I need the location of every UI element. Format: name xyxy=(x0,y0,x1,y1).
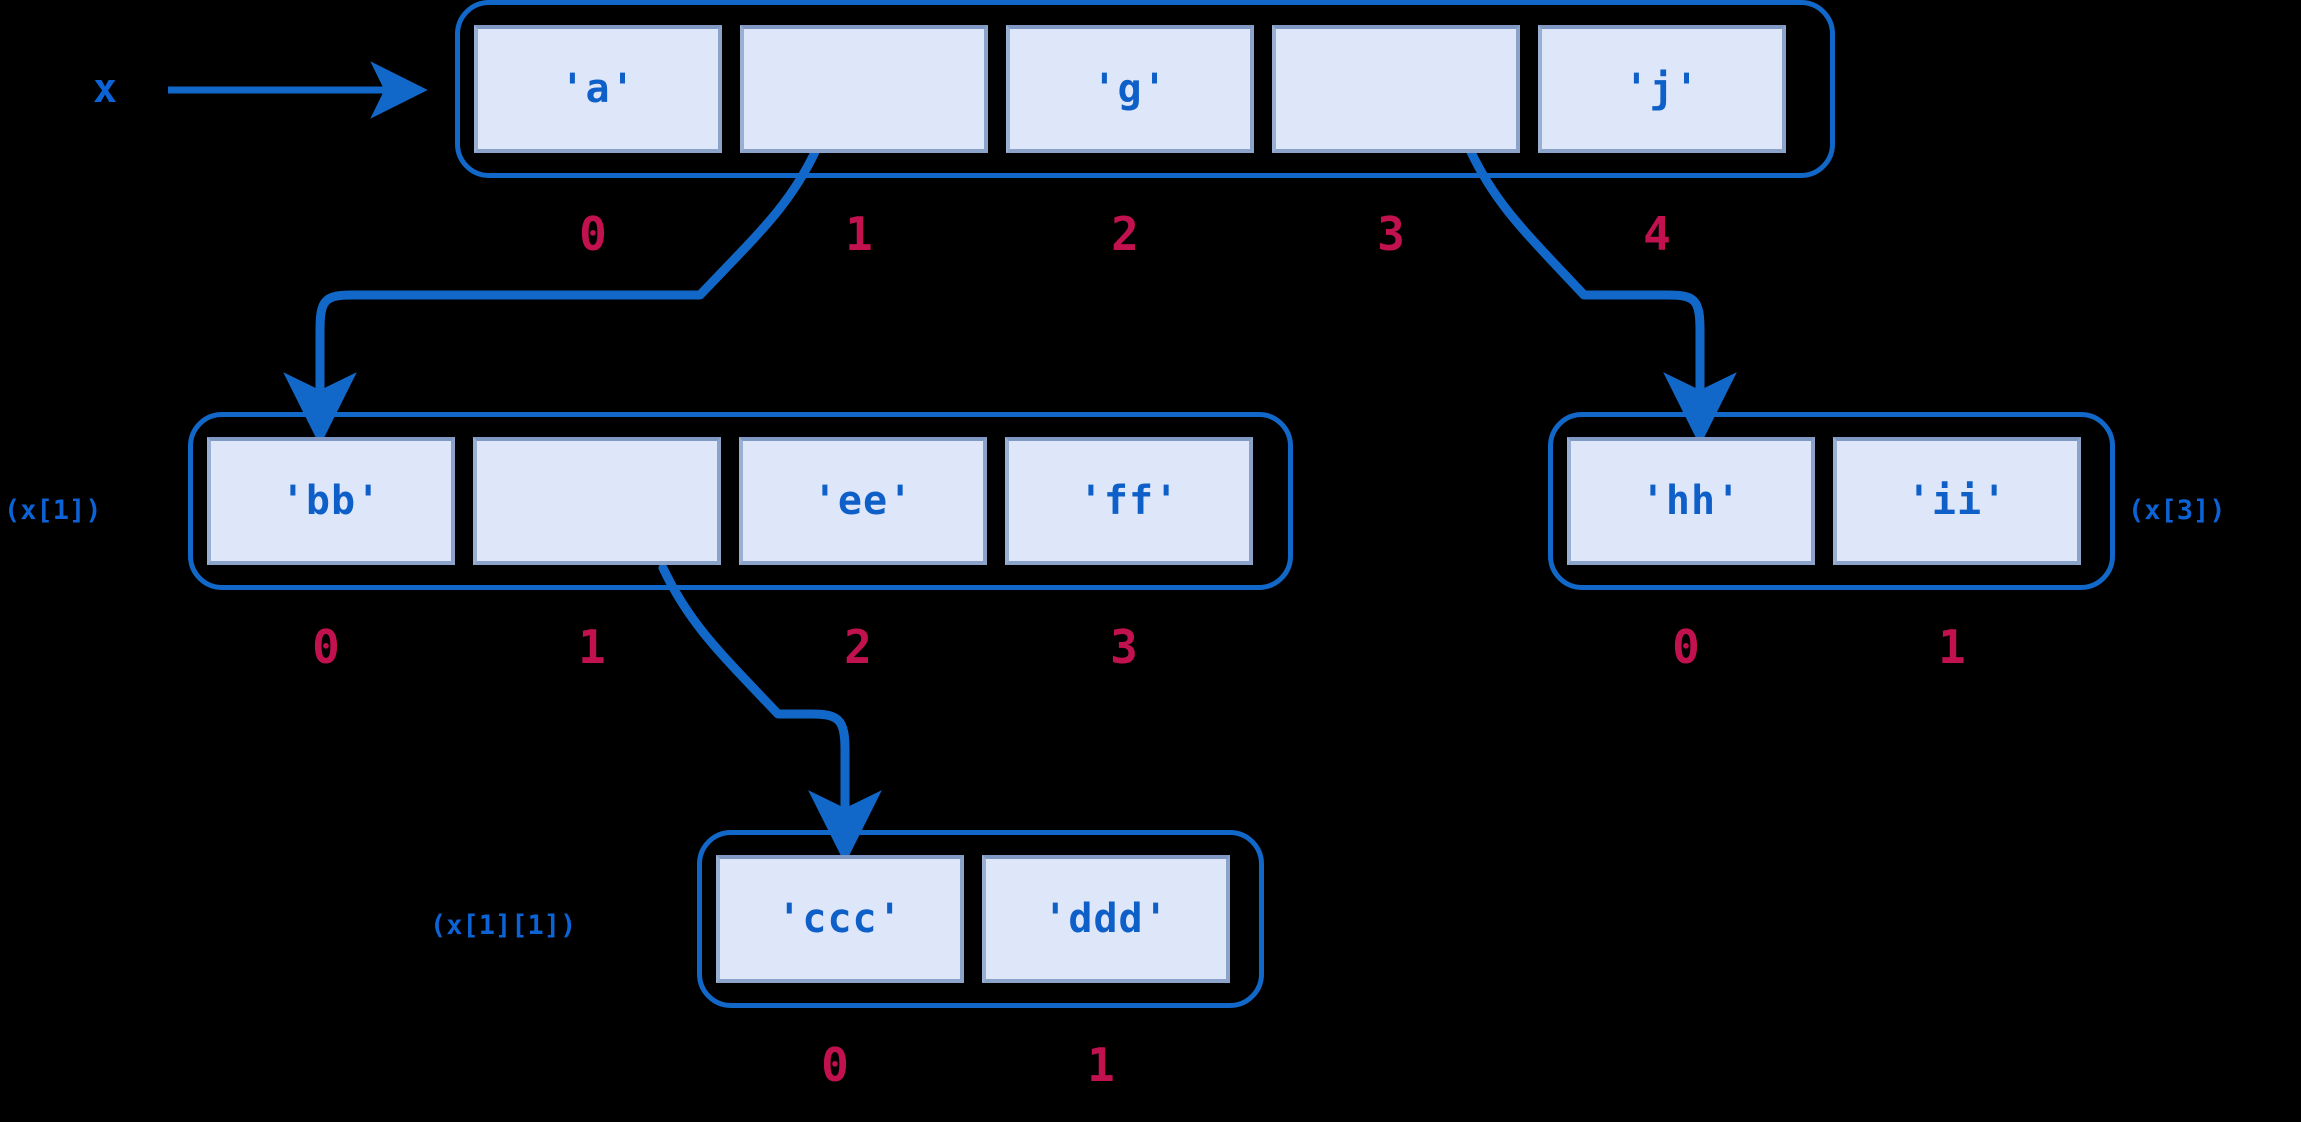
list-x3-cell-1[interactable]: 'ii' xyxy=(1833,437,2081,565)
list-x-index-2: 2 xyxy=(1111,207,1139,261)
list-x1-1-cells: 'ccc' 'ddd' xyxy=(716,855,1230,983)
list-x-index-0: 0 xyxy=(579,207,607,261)
list-x3-cell-0[interactable]: 'hh' xyxy=(1567,437,1815,565)
connector-x1-pointer xyxy=(283,145,821,446)
list-x-cell-4[interactable]: 'j' xyxy=(1538,25,1786,153)
list-x1-cell-2[interactable]: 'ee' xyxy=(739,437,987,565)
list-x1-container: 'bb' 'ee' 'ff' xyxy=(188,412,1293,590)
list-x3-container: 'hh' 'ii' xyxy=(1548,412,2115,590)
list-x-cells: 'a' 'g' 'j' xyxy=(474,25,1786,153)
list-x1-1-cell-0[interactable]: 'ccc' xyxy=(716,855,964,983)
connector-x3-pointer xyxy=(1465,145,1737,446)
root-variable-label: x xyxy=(93,66,118,112)
list-x-index-3: 3 xyxy=(1377,207,1405,261)
list-x1-index-2: 2 xyxy=(844,620,872,674)
list-x1-cells: 'bb' 'ee' 'ff' xyxy=(207,437,1253,565)
list-x-cell-2[interactable]: 'g' xyxy=(1006,25,1254,153)
connector-x1-1-pointer xyxy=(658,563,882,864)
list-x1-1-label: (x[1][1]) xyxy=(430,910,577,941)
list-x1-cell-0[interactable]: 'bb' xyxy=(207,437,455,565)
list-x1-1-index-row: 0 1 xyxy=(711,1038,1225,1092)
list-x1-cell-1[interactable] xyxy=(473,437,721,565)
list-x1-cell-3[interactable]: 'ff' xyxy=(1005,437,1253,565)
list-x1-1-container: 'ccc' 'ddd' xyxy=(697,830,1264,1008)
list-x1-1-index-1: 1 xyxy=(1087,1038,1115,1092)
list-x-cell-0[interactable]: 'a' xyxy=(474,25,722,153)
list-x1-1-index-0: 0 xyxy=(821,1038,849,1092)
list-x3-label: (x[3]) xyxy=(2128,495,2226,526)
list-x1-index-3: 3 xyxy=(1110,620,1138,674)
list-x1-index-row: 0 1 2 3 xyxy=(202,620,1248,674)
list-x-index-4: 4 xyxy=(1643,207,1671,261)
list-x-index-row: 0 1 2 3 4 xyxy=(469,207,1781,261)
list-x-index-1: 1 xyxy=(845,207,873,261)
list-x1-index-1: 1 xyxy=(578,620,606,674)
list-x1-index-0: 0 xyxy=(312,620,340,674)
list-x-container: 'a' 'g' 'j' xyxy=(455,0,1835,178)
list-x3-cells: 'hh' 'ii' xyxy=(1567,437,2081,565)
list-x1-label: (x[1]) xyxy=(4,495,102,526)
list-x3-index-row: 0 1 xyxy=(1562,620,2076,674)
list-x-cell-1[interactable] xyxy=(740,25,988,153)
list-x-cell-3[interactable] xyxy=(1272,25,1520,153)
list-x1-1-cell-1[interactable]: 'ddd' xyxy=(982,855,1230,983)
list-x3-index-1: 1 xyxy=(1938,620,1966,674)
list-x3-index-0: 0 xyxy=(1672,620,1700,674)
